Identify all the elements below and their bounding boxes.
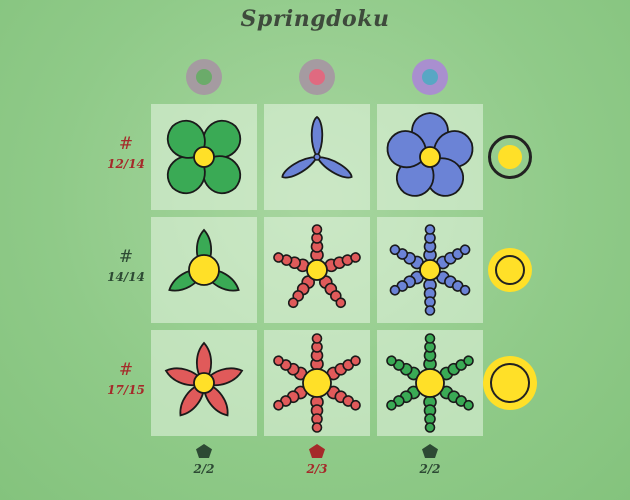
- game-title: Springdoku: [240, 6, 390, 32]
- grid-cell-r1-c3[interactable]: [377, 104, 483, 210]
- column-pentagon-clue: 2/2: [179, 444, 229, 476]
- green-flower-icon: [168, 228, 240, 292]
- center-dot-icon: [498, 145, 522, 169]
- center-dot-icon: [495, 255, 525, 285]
- blue-flower-icon: [281, 115, 353, 179]
- pentagon-icon: [196, 444, 212, 458]
- center-size-clue-large: [483, 356, 537, 410]
- count-ratio: 17/15: [107, 383, 145, 397]
- count-symbol: #: [118, 360, 134, 380]
- row-petal-count-clue: #17/15: [100, 360, 152, 400]
- red-flower-icon: [164, 341, 244, 417]
- column-color-clue-blue: [412, 59, 448, 95]
- grid-cell-r1-c1[interactable]: [151, 104, 257, 210]
- pentagon-ratio: 2/2: [419, 462, 441, 476]
- pentagon-icon: [309, 444, 325, 458]
- center-dot-icon: [490, 363, 530, 403]
- red-flower-icon: [273, 224, 361, 309]
- pentagon-ratio: 2/2: [193, 462, 215, 476]
- blue-flower-icon: [386, 112, 474, 197]
- row-petal-count-clue: #14/14: [100, 247, 152, 287]
- color-swatch: [196, 69, 212, 85]
- column-pentagon-clue: 2/2: [405, 444, 455, 476]
- count-ratio: 12/14: [107, 157, 145, 171]
- count-symbol: #: [118, 134, 134, 154]
- count-ratio: 14/14: [107, 270, 145, 284]
- grid-cell-r3-c2[interactable]: [264, 330, 370, 436]
- green-flower-icon: [386, 333, 474, 433]
- center-size-clue-small: [488, 135, 532, 179]
- pentagon-icon: [422, 444, 438, 458]
- grid-cell-r2-c1[interactable]: [151, 217, 257, 323]
- row-petal-count-clue: #12/14: [100, 134, 152, 174]
- column-color-clue-green: [186, 59, 222, 95]
- grid-cell-r2-c2[interactable]: [264, 217, 370, 323]
- grid-cell-r2-c3[interactable]: [377, 217, 483, 323]
- red-flower-icon: [273, 333, 361, 433]
- count-symbol: #: [118, 247, 134, 267]
- green-flower-icon: [166, 119, 242, 195]
- grid-cell-r3-c1[interactable]: [151, 330, 257, 436]
- column-color-clue-red: [299, 59, 335, 95]
- pentagon-ratio: 2/3: [306, 462, 328, 476]
- grid-cell-r1-c2[interactable]: [264, 104, 370, 210]
- center-size-clue-medium: [488, 248, 532, 292]
- grid-cell-r3-c3[interactable]: [377, 330, 483, 436]
- color-swatch: [309, 69, 325, 85]
- blue-flower-icon: [389, 224, 471, 316]
- column-pentagon-clue: 2/3: [292, 444, 342, 476]
- color-swatch: [422, 69, 438, 85]
